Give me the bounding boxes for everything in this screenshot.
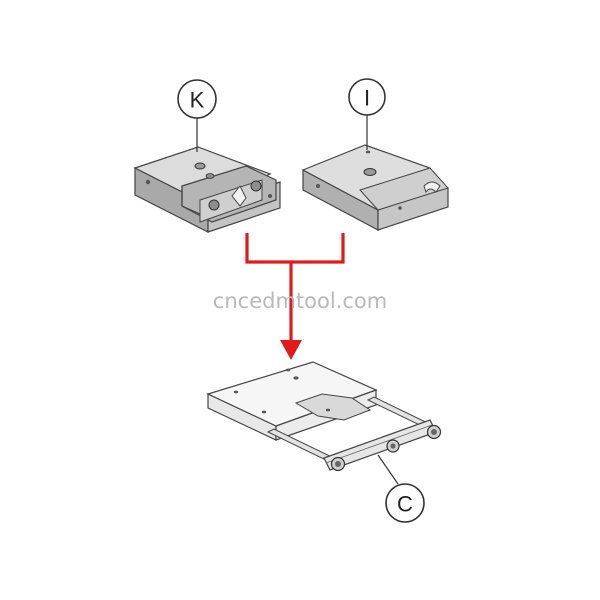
part-i-front-hole <box>398 206 402 210</box>
callout-k-label: K <box>190 88 205 113</box>
callout-i-circle <box>348 78 386 116</box>
callout-c-leader <box>377 454 399 485</box>
part-i-top-hole <box>365 150 371 154</box>
part-k-clamp-front <box>199 179 263 223</box>
part-c-nut-center <box>386 439 400 453</box>
part-c-assembly <box>206 361 442 472</box>
callout-k: K <box>177 79 217 152</box>
part-i-center-screw <box>363 168 377 176</box>
part-k-top-hole <box>205 173 215 179</box>
part-c-plate-top <box>206 361 378 427</box>
part-k-step-edge <box>181 186 201 215</box>
part-k-top-screw <box>194 162 206 170</box>
callout-i: I <box>348 78 386 150</box>
part-c-hole-4 <box>261 410 267 414</box>
red-combine-arrow <box>245 233 345 360</box>
part-i-block <box>301 144 449 231</box>
part-c-crossbar-edge <box>325 424 433 464</box>
part-k-v-notch <box>231 185 247 207</box>
part-c-hole-3 <box>293 376 299 380</box>
part-i-side-hole <box>316 184 320 188</box>
arrow-head <box>280 340 302 360</box>
part-k-screw-left <box>208 199 220 211</box>
callout-c-label: C <box>397 492 413 517</box>
callout-c: C <box>377 454 425 523</box>
arrow-bracket <box>245 233 345 264</box>
part-k-block <box>133 146 281 233</box>
part-c-nut-left <box>330 456 346 472</box>
part-k-screw-right <box>250 180 262 192</box>
part-c-nut-right <box>426 424 442 440</box>
part-c-hole-2 <box>285 368 291 372</box>
part-k-side-hole <box>145 179 151 185</box>
part-i-step <box>359 167 449 211</box>
part-i-notch <box>423 181 441 194</box>
callout-c-circle <box>385 483 425 523</box>
callout-i-label: I <box>364 86 370 111</box>
part-k-front-hole <box>268 194 272 198</box>
part-c-hole-5 <box>325 408 331 412</box>
watermark-text: cncedmtool.com <box>213 289 387 313</box>
callout-k-circle <box>177 79 217 119</box>
part-c-pocket <box>294 393 372 421</box>
part-c-hole-1 <box>233 390 239 394</box>
